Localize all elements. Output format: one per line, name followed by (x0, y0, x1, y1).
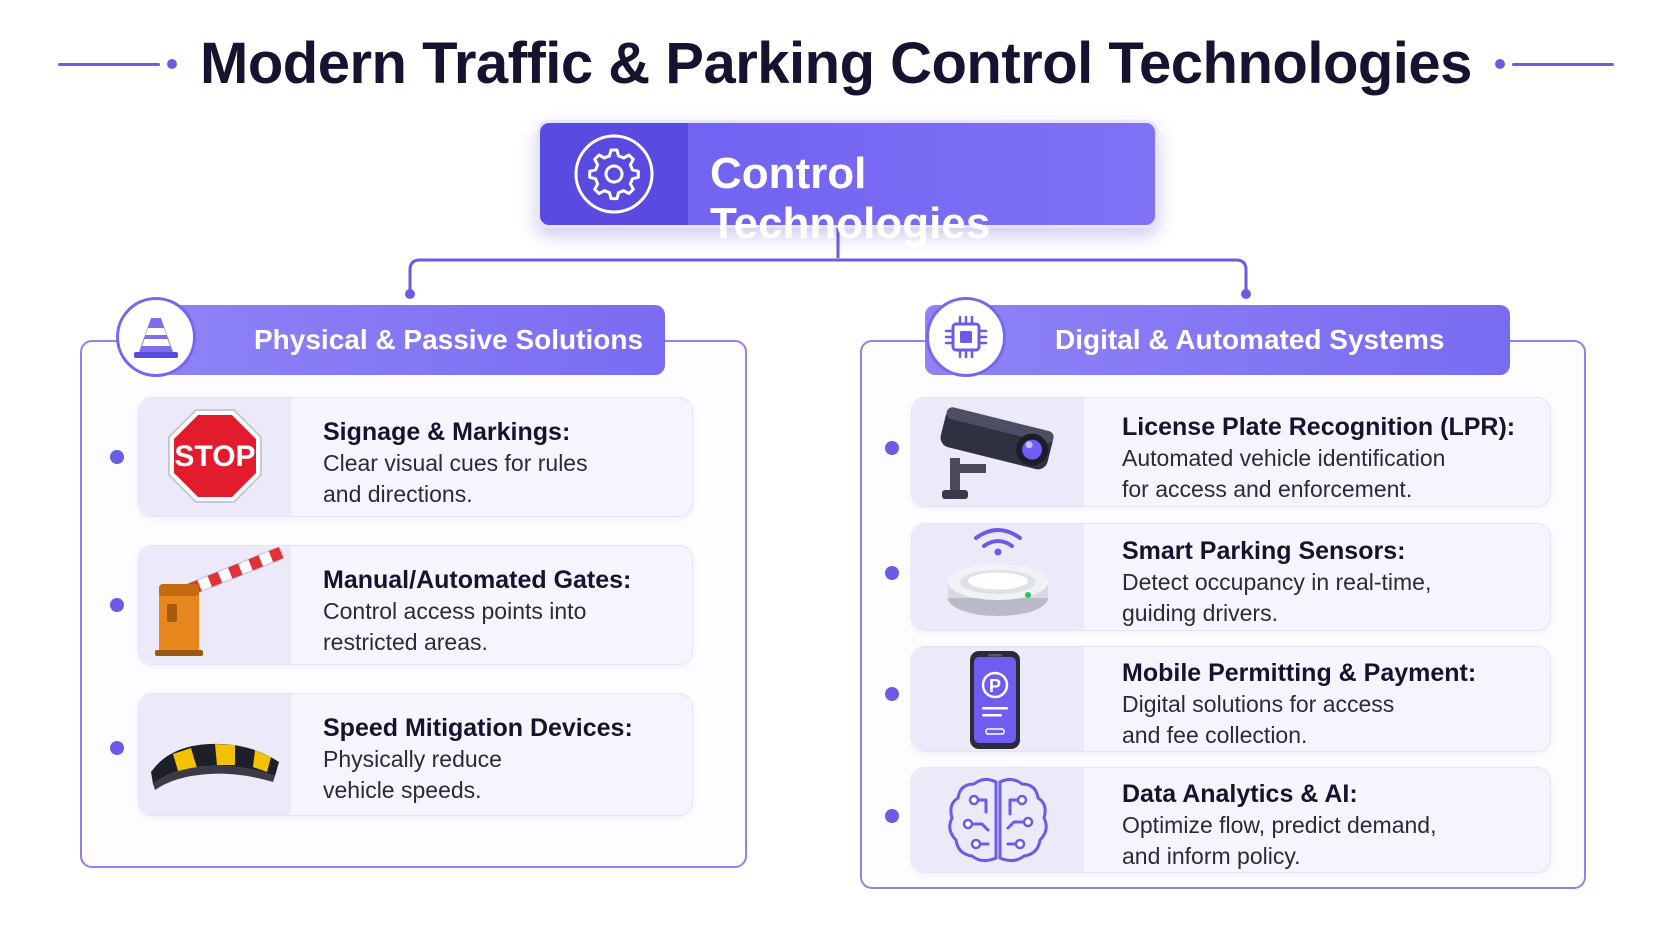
card-parking-sensors-image (912, 524, 1084, 630)
card-lpr-text: License Plate Recognition (LPR): Automat… (1122, 411, 1530, 505)
card-speed-mitigation-title: Speed Mitigation Devices: (323, 714, 633, 742)
card-mobile-permitting-desc-line1: Digital solutions for access (1122, 691, 1395, 717)
chip-icon (944, 315, 988, 359)
digital-systems-header: Digital & Automated Systems (925, 305, 1510, 375)
card-lpr-image (912, 398, 1084, 506)
card-mobile-permitting-title: Mobile Permitting & Payment: (1122, 659, 1477, 687)
card-data-analytics-image (912, 768, 1084, 872)
title-rule-right (1512, 63, 1614, 66)
card-signage-desc-line2: and directions. (323, 481, 473, 507)
connector-dot-data-analytics (885, 809, 899, 823)
card-lpr-desc-line1: Automated vehicle identification (1122, 445, 1446, 471)
digital-systems-title: Digital & Automated Systems (1055, 324, 1445, 355)
card-gates-title: Manual/Automated Gates: (323, 566, 632, 594)
card-lpr-desc-line2: for access and enforcement. (1122, 476, 1413, 502)
hub-icon-box (540, 123, 688, 225)
card-gates-image (139, 546, 291, 664)
card-data-analytics-desc-line1: Optimize flow, predict demand, (1122, 812, 1437, 838)
speed-bump-icon (151, 743, 279, 790)
connector-dot-signage (110, 450, 124, 464)
mobile-phone-parking-icon: P (970, 651, 1020, 749)
card-lpr: License Plate Recognition (LPR): Automat… (911, 397, 1551, 507)
card-speed-mitigation-desc-line1: Physically reduce (323, 746, 502, 772)
connector-dot-lpr (885, 441, 899, 455)
card-parking-sensors-title: Smart Parking Sensors: (1122, 537, 1406, 565)
card-speed-mitigation-image (139, 694, 291, 815)
hub-title: Control Technologies (710, 149, 991, 248)
card-data-analytics-title: Data Analytics & AI: (1122, 780, 1358, 808)
card-data-analytics: Data Analytics & AI: Optimize flow, pred… (911, 767, 1551, 873)
card-parking-sensors-text: Smart Parking Sensors: Detect occupancy … (1122, 535, 1530, 629)
card-mobile-permitting-desc-line2: and fee collection. (1122, 722, 1308, 748)
card-gates: Manual/Automated Gates: Control access p… (138, 545, 693, 665)
connector-dot-parking-sensors (885, 566, 899, 580)
card-gates-desc-line2: restricted areas. (323, 629, 488, 655)
title-dot-right (1495, 59, 1505, 69)
hub-node: Control Technologies (537, 120, 1158, 248)
card-signage: STOP Signage & Markings: Clear visual cu… (138, 397, 693, 517)
security-camera-icon (940, 407, 1054, 499)
physical-solutions-title: Physical & Passive Solutions (254, 324, 644, 355)
page-title: Modern Traffic & Parking Control Technol… (200, 31, 1472, 96)
brain-circuit-icon (948, 777, 1048, 863)
card-signage-text: Signage & Markings: Clear visual cues fo… (323, 416, 672, 510)
card-mobile-permitting: P Mobile Permitting & Payment: Digital s… (911, 646, 1551, 752)
card-mobile-permitting-image: P (912, 647, 1084, 751)
card-speed-mitigation-desc-line2: vehicle speeds. (323, 777, 482, 803)
title-dot-left (167, 59, 177, 69)
card-gates-desc-line1: Control access points into (323, 598, 587, 624)
card-speed-mitigation: Speed Mitigation Devices: Physically red… (138, 693, 693, 816)
digital-systems-badge (926, 297, 1006, 377)
card-gates-text: Manual/Automated Gates: Control access p… (323, 564, 672, 658)
connector-dot-gates (110, 598, 124, 612)
stop-sign-icon: STOP (168, 409, 262, 503)
card-data-analytics-desc-line2: and inform policy. (1122, 843, 1301, 869)
connector-dot-speed-mitigation (110, 741, 124, 755)
card-parking-sensors: Smart Parking Sensors: Detect occupancy … (911, 523, 1551, 631)
card-signage-title: Signage & Markings: (323, 418, 571, 446)
card-lpr-title: License Plate Recognition (LPR): (1122, 413, 1516, 441)
card-parking-sensors-desc-line1: Detect occupancy in real-time, (1122, 569, 1432, 595)
title-rule-left (58, 63, 160, 66)
stop-sign-text: STOP (174, 440, 255, 473)
barrier-gate-icon (155, 547, 284, 656)
title-row: Modern Traffic & Parking Control Technol… (0, 22, 1672, 102)
card-mobile-permitting-text: Mobile Permitting & Payment: Digital sol… (1122, 657, 1530, 751)
card-data-analytics-text: Data Analytics & AI: Optimize flow, pred… (1122, 778, 1530, 872)
parking-sensor-icon (948, 528, 1048, 616)
connector-dot-mobile-permitting (885, 687, 899, 701)
card-parking-sensors-desc-line2: guiding drivers. (1122, 600, 1278, 626)
physical-solutions-header: Physical & Passive Solutions (146, 305, 665, 375)
card-signage-image: STOP (139, 398, 291, 516)
traffic-cone-icon (134, 318, 178, 358)
physical-solutions-badge (116, 297, 196, 377)
gear-icon (574, 134, 654, 214)
card-signage-desc-line1: Clear visual cues for rules (323, 450, 588, 476)
phone-parking-glyph: P (989, 676, 1001, 696)
card-speed-mitigation-text: Speed Mitigation Devices: Physically red… (323, 712, 672, 806)
